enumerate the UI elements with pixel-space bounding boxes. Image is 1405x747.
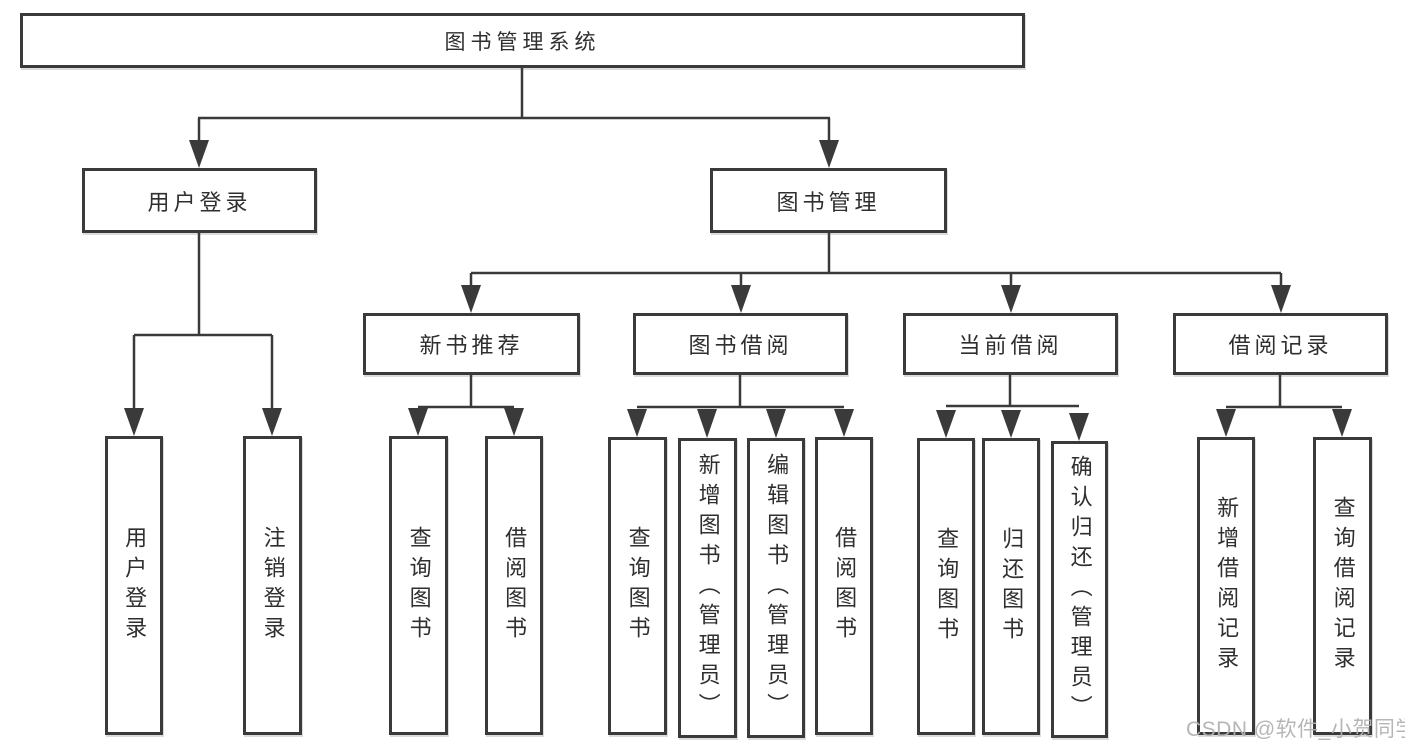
node-book-management-label: 图书管理 (776, 189, 881, 215)
leaf-borrow-books-2-label: 借阅图书 (832, 526, 858, 646)
arrowhead-icon (1001, 410, 1021, 438)
arrowhead-icon (627, 409, 647, 437)
arrowhead-icon (408, 408, 428, 436)
arrowhead-icon (697, 409, 717, 438)
leaf-query-books-2: 查询图书 (608, 437, 667, 735)
arrowhead-icon (936, 410, 956, 438)
arrowhead-icon (1332, 409, 1352, 437)
leaf-add-borrow-record: 新增借阅记录 (1197, 437, 1255, 735)
node-borrowing-records: 借阅记录 (1173, 313, 1388, 375)
node-root-label: 图书管理系统 (444, 30, 601, 54)
leaf-edit-books-admin-label: 编辑图书（管理员） (764, 453, 790, 723)
node-borrowing-records-label: 借阅记录 (1228, 333, 1333, 358)
node-root: 图书管理系统 (20, 13, 1025, 68)
leaf-add-books-admin: 新增图书（管理员） (678, 438, 737, 738)
arrowhead-icon (1069, 413, 1089, 441)
leaf-query-borrow-record: 查询借阅记录 (1313, 437, 1372, 735)
arrowhead-icon (834, 409, 854, 437)
leaf-borrow-books-1-label: 借阅图书 (502, 525, 528, 646)
arrowhead-icon (262, 408, 282, 436)
leaf-borrow-books-2: 借阅图书 (815, 437, 873, 735)
arrowhead-icon (1271, 285, 1291, 313)
leaf-user-login-label: 用户登录 (122, 525, 148, 646)
arrowhead-icon (124, 408, 144, 436)
leaf-query-borrow-record-label: 查询借阅记录 (1330, 496, 1356, 676)
leaf-query-books-3-label: 查询图书 (934, 526, 960, 647)
node-current-borrowing-label: 当前借阅 (958, 333, 1063, 358)
node-new-book-recommend: 新书推荐 (363, 313, 580, 375)
leaf-query-books-3: 查询图书 (917, 438, 975, 735)
arrowhead-icon (731, 285, 751, 313)
node-book-borrowing: 图书借阅 (633, 313, 848, 375)
leaf-query-books-2-label: 查询图书 (625, 526, 651, 646)
node-user-login: 用户登录 (82, 168, 317, 233)
node-current-borrowing: 当前借阅 (903, 313, 1118, 375)
arrowhead-icon (819, 140, 839, 168)
leaf-query-books-1: 查询图书 (389, 436, 448, 735)
arrowhead-icon (461, 285, 481, 313)
arrowhead-icon (1001, 285, 1021, 313)
leaf-confirm-return-admin-label: 确认归还（管理员） (1067, 454, 1093, 725)
node-book-management: 图书管理 (710, 168, 947, 233)
node-user-login-label: 用户登录 (147, 189, 252, 215)
leaf-borrow-books-1: 借阅图书 (485, 436, 543, 735)
arrowhead-icon (766, 409, 786, 438)
leaf-add-borrow-record-label: 新增借阅记录 (1214, 496, 1240, 676)
node-new-book-recommend-label: 新书推荐 (419, 333, 524, 358)
leaf-user-login: 用户登录 (105, 436, 163, 735)
leaf-logout-login: 注销登录 (243, 436, 302, 735)
watermark: CSDN @软件_小贺同学 (1186, 718, 1405, 741)
arrowhead-icon (189, 140, 209, 168)
leaf-add-books-admin-label: 新增图书（管理员） (695, 453, 721, 723)
leaf-edit-books-admin: 编辑图书（管理员） (747, 438, 805, 738)
node-book-borrowing-label: 图书借阅 (688, 333, 793, 358)
leaf-confirm-return-admin: 确认归还（管理员） (1051, 441, 1108, 738)
leaf-return-books-label: 归还图书 (999, 526, 1025, 647)
arrowhead-icon (504, 408, 524, 436)
leaf-query-books-1-label: 查询图书 (406, 525, 432, 646)
leaf-logout-login-label: 注销登录 (260, 525, 286, 646)
arrowhead-icon (1216, 409, 1236, 437)
leaf-return-books: 归还图书 (982, 438, 1040, 735)
